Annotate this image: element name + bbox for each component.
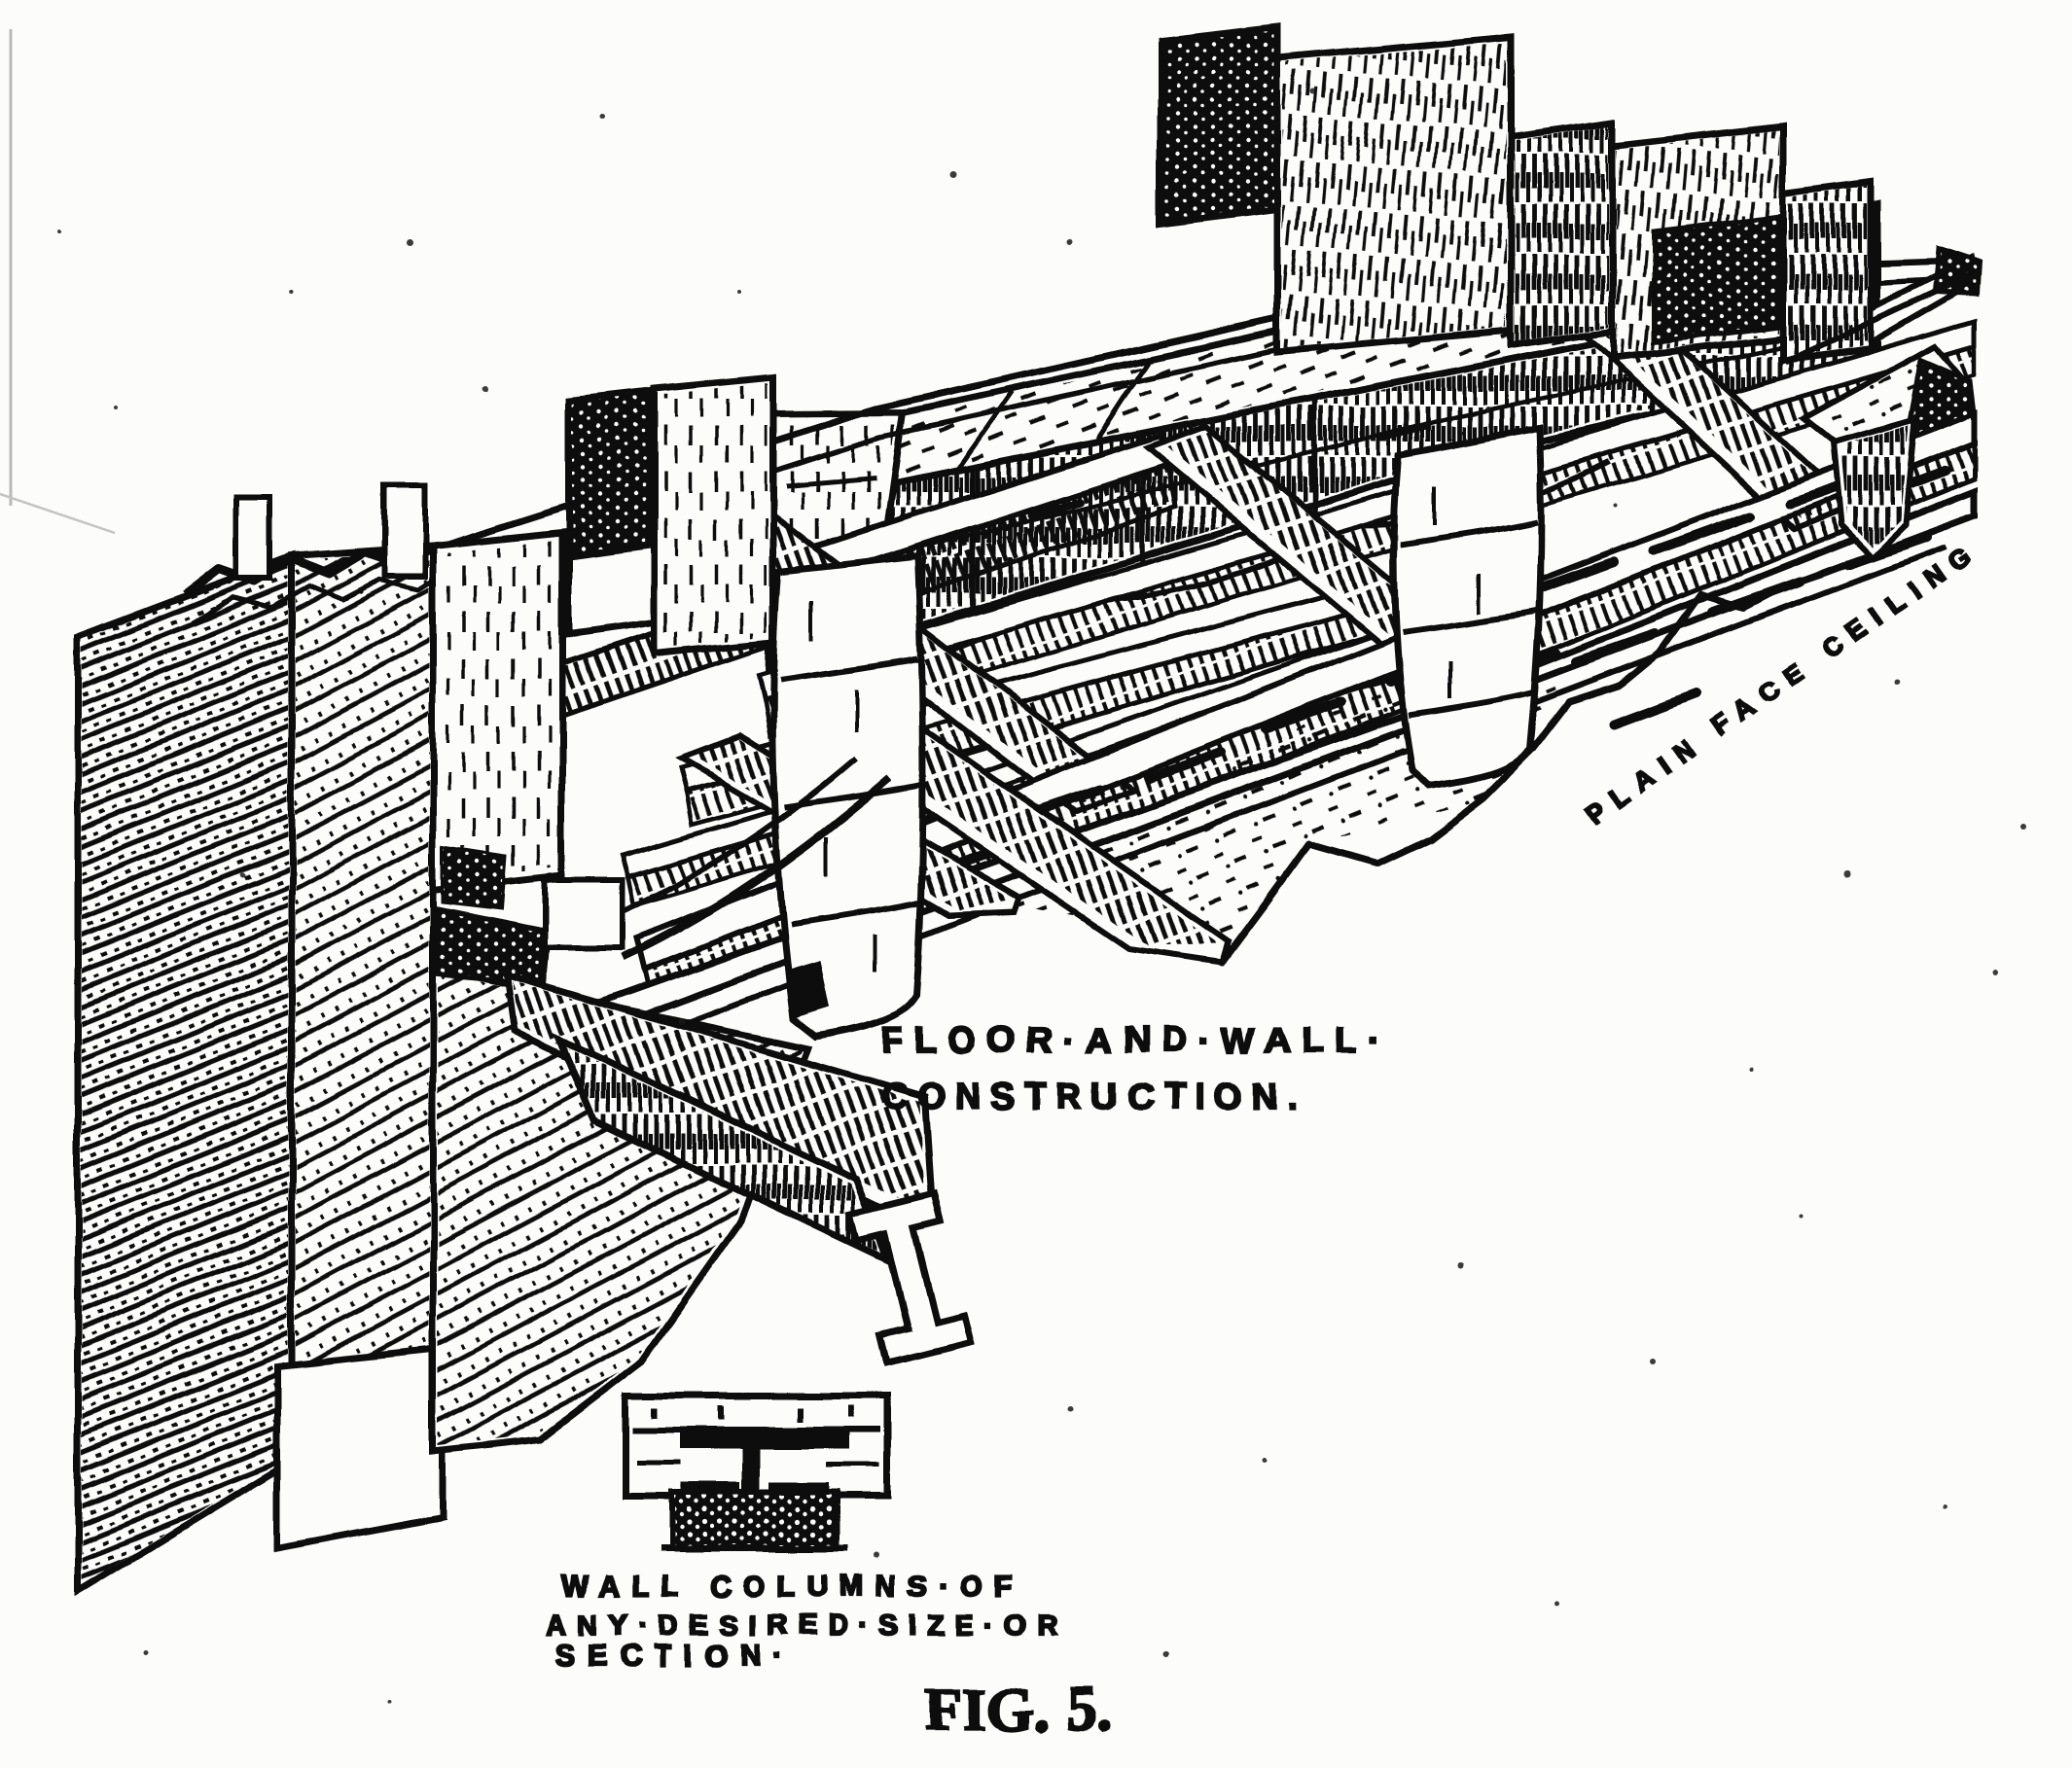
svg-text:ANY·DESIRED·SIZE·OR: ANY·DESIRED·SIZE·OR xyxy=(547,1610,1068,1642)
svg-text:FIG. 5.: FIG. 5. xyxy=(924,1675,1113,1744)
svg-text:WALL COLUMNS·OF: WALL COLUMNS·OF xyxy=(561,1571,1024,1603)
svg-text:SECTION·: SECTION· xyxy=(555,1640,796,1672)
svg-text:CONSTRUCTION.: CONSTRUCTION. xyxy=(881,1077,1307,1116)
svg-text:FLOOR·AND·WALL·: FLOOR·AND·WALL· xyxy=(881,1020,1391,1060)
